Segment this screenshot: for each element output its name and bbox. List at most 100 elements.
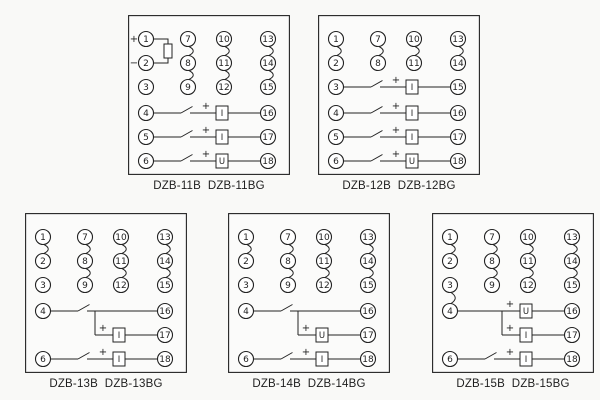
terminal-number: 1 <box>333 35 339 45</box>
plus-polarity-mark: + <box>302 323 310 334</box>
terminal-circle <box>327 152 345 170</box>
terminal-circle <box>449 30 467 48</box>
contact-symbol <box>492 268 498 278</box>
terminal-number: 17 <box>452 133 463 143</box>
terminal-circle <box>34 228 52 246</box>
terminal-number: 15 <box>159 281 170 291</box>
terminal-number: 1 <box>40 233 46 243</box>
terminal-circle <box>359 228 377 246</box>
wiring: +I+I <box>43 244 171 367</box>
terminal-number: 5 <box>143 133 149 143</box>
terminal-8: 8 <box>483 252 501 270</box>
terminal-number: 3 <box>143 83 149 93</box>
terminal-17: 17 <box>563 326 581 344</box>
coil-box-symbol <box>405 153 419 169</box>
terminal-number: 10 <box>318 233 330 243</box>
terminal-number: 16 <box>566 307 578 317</box>
terminal-number: 2 <box>143 59 149 69</box>
terminal-number: 11 <box>408 59 419 69</box>
terminal-17: 17 <box>359 326 377 344</box>
terminal-circle <box>259 152 277 170</box>
terminal-number: 8 <box>285 257 291 267</box>
terminal-number: 9 <box>489 281 495 291</box>
terminal-circle <box>441 302 459 320</box>
contact-symbol <box>246 244 252 254</box>
coil-box-label: I <box>411 83 414 93</box>
coil-box-label: I <box>525 331 528 341</box>
terminal-circle <box>441 228 459 246</box>
coil-box-label: U <box>523 307 529 317</box>
terminal-number: 16 <box>362 307 374 317</box>
terminal-9: 9 <box>483 276 501 294</box>
terminal-12: 12 <box>315 276 333 294</box>
contact-symbol <box>288 268 294 278</box>
terminal-circle <box>563 326 581 344</box>
terminal-circle <box>327 30 345 48</box>
contact-symbol <box>188 70 194 80</box>
terminal-circle <box>137 152 155 170</box>
contact-symbol <box>121 244 127 254</box>
contact-symbol <box>224 70 230 80</box>
terminal-14: 14 <box>259 54 277 72</box>
terminal-circle <box>156 276 174 294</box>
contact-symbol <box>450 292 456 304</box>
terminal-circle <box>449 78 467 96</box>
terminal-circle <box>359 252 377 270</box>
contact-symbol <box>414 46 420 56</box>
contact-symbol <box>85 268 91 278</box>
terminal-circle <box>359 302 377 320</box>
plus-polarity-mark: + <box>392 149 400 160</box>
terminal-number: 7 <box>285 233 291 243</box>
terminal-number: 4 <box>447 307 453 317</box>
coil-box-symbol <box>519 303 533 319</box>
terminal-number: 6 <box>40 355 46 365</box>
terminal-number: 18 <box>362 355 374 365</box>
terminal-8: 8 <box>279 252 297 270</box>
contact-symbol <box>368 268 374 278</box>
terminal-circle <box>563 252 581 270</box>
terminal-number: 6 <box>447 355 453 365</box>
coil-box-symbol <box>112 351 126 367</box>
terminal-circle <box>563 228 581 246</box>
terminal-18: 18 <box>359 350 377 368</box>
coil-box-label: U <box>219 157 225 167</box>
terminal-number: 9 <box>185 83 191 93</box>
terminal-circle <box>279 228 297 246</box>
terminal-number: 13 <box>566 233 577 243</box>
terminal-number: 1 <box>243 233 249 243</box>
terminal-number: 13 <box>262 35 273 45</box>
terminal-number: 17 <box>362 331 373 341</box>
terminal-number: 17 <box>566 331 577 341</box>
terminal-5: 5 <box>137 128 155 146</box>
terminal-11: 11 <box>112 252 130 270</box>
panel-caption-dzb-15b: DZB-15B DZB-15BG <box>456 378 570 390</box>
plus-polarity-mark: + <box>202 101 210 112</box>
terminal-circle <box>315 276 333 294</box>
terminal-12: 12 <box>112 276 130 294</box>
terminal-18: 18 <box>563 350 581 368</box>
terminal-7: 7 <box>279 228 297 246</box>
terminal-number: 13 <box>159 233 170 243</box>
terminal-circle <box>449 152 467 170</box>
terminal-circle <box>215 30 233 48</box>
terminal-number: 7 <box>82 233 88 243</box>
terminal-number: 11 <box>218 59 229 69</box>
minus-polarity-mark: − <box>130 58 138 69</box>
terminal-16: 16 <box>259 104 277 122</box>
terminal-13: 13 <box>156 228 174 246</box>
terminal-9: 9 <box>279 276 297 294</box>
contact-symbol <box>43 244 49 254</box>
terminal-circle <box>315 228 333 246</box>
terminal-circle <box>519 252 537 270</box>
plus-polarity-mark: + <box>302 347 310 358</box>
series-contact-symbol <box>77 304 90 312</box>
terminal-circle <box>156 228 174 246</box>
contact-symbol <box>188 46 194 56</box>
terminal-18: 18 <box>156 350 174 368</box>
terminal-circle <box>76 276 94 294</box>
